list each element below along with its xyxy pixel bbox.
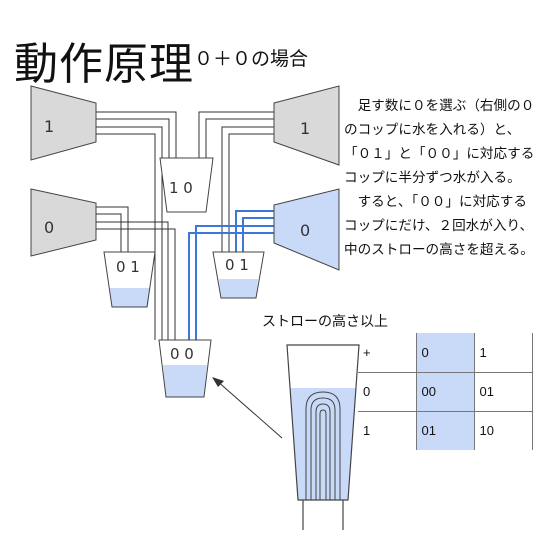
- cup-right: 0 1: [212, 251, 265, 299]
- table-cell: 1: [358, 410, 417, 450]
- cup-top-center-label: 1 0: [169, 179, 193, 197]
- funnel-top-right: 1: [273, 85, 340, 166]
- pipe-ml-to-cup00-b: [96, 228, 176, 340]
- funnel-top-left-label: 1: [44, 117, 54, 136]
- table-cell-highlight: 01: [415, 410, 475, 450]
- table-cell-highlight: 0: [415, 333, 475, 373]
- cup-bottom-water: [163, 365, 207, 397]
- pipe-tl-to-cup10-b: [96, 118, 170, 158]
- page-subtitle: ０＋０の場合: [194, 48, 309, 70]
- pipe-tr-to-cup10-b: [205, 118, 274, 158]
- cup-left-water: [110, 288, 150, 307]
- explanation-line-5: すると、「００」に対応する: [344, 194, 527, 210]
- active-pipe-to-cup00-b: [188, 232, 274, 340]
- table-cell: +: [358, 333, 417, 373]
- cup-left-label: 0 1: [116, 258, 140, 276]
- funnel-top-left: 1: [30, 85, 97, 161]
- pipe-network: [96, 111, 274, 340]
- explanation-line-7: 中のストローの高さを超える。: [344, 242, 534, 258]
- active-pipe-to-cup00-a: [195, 225, 274, 340]
- funnel-mid-right-label: 0: [300, 221, 310, 240]
- big-cup-water: [290, 388, 356, 500]
- table-cell: 0: [358, 371, 417, 412]
- pipe-tl-to-cup00-a: [96, 126, 163, 340]
- table-row: 0 00 01: [358, 371, 533, 412]
- active-pipe-network: [188, 210, 274, 340]
- addition-table: + 0 1 0 00 01 1 01 10: [358, 333, 533, 450]
- table-cell: 10: [473, 410, 533, 450]
- funnel-mid-left-label: 0: [44, 218, 54, 237]
- cup-bottom: 0 0: [158, 339, 212, 398]
- pipe-tr-to-cup01r-a: [221, 126, 274, 252]
- big-cup: [286, 344, 360, 530]
- funnel-top-right-label: 1: [300, 119, 310, 138]
- table-row: 1 01 10: [358, 410, 533, 450]
- explanation-line-2: のコップに水を入れる）と、: [344, 122, 521, 138]
- table-cell: 01: [473, 371, 533, 412]
- active-pipe-to-cup01r-a: [235, 210, 274, 252]
- pipe-tr-to-cup01r-b: [228, 133, 274, 252]
- cup-right-water: [219, 279, 258, 298]
- active-pipe-to-cup01r-b: [242, 217, 274, 252]
- explanation-line-1: 足す数に０を選ぶ（右側の０: [344, 98, 535, 114]
- siphon-straw: [298, 391, 348, 501]
- pipe-ml-to-cup01l-a: [96, 206, 129, 252]
- explanation-line-4: コップに半分ずつ水が入る。: [344, 170, 521, 186]
- pipe-tl-to-cup00-b: [96, 133, 156, 340]
- cup-right-label: 0 1: [225, 256, 249, 274]
- explanation-line-3: 「０１」と「００」に対応する: [344, 146, 535, 162]
- table-header-row: + 0 1: [358, 333, 533, 373]
- straw-height-label: ストローの高さ以上: [262, 314, 388, 330]
- cup-bottom-label: 0 0: [170, 345, 194, 363]
- explanation-text: 足す数に０を選ぶ（右側の０ のコップに水を入れる）と、 「０１」と「００」に対応…: [344, 94, 540, 262]
- funnel-mid-right: 0: [273, 188, 340, 271]
- pointer-arrow: [212, 377, 283, 439]
- pipe-tl-to-cup10-a: [96, 111, 177, 158]
- pipe-ml-to-cup01l-b: [96, 213, 122, 252]
- cup-top-center: 1 0: [159, 157, 214, 213]
- table-cell: 1: [473, 333, 533, 373]
- explanation-line-6: コップにだけ、２回水が入り、: [344, 218, 534, 234]
- page-title: 動作原理: [14, 39, 194, 90]
- table-cell-highlight: 00: [415, 371, 475, 412]
- funnel-mid-left: 0: [30, 188, 97, 257]
- cup-left: 0 1: [103, 251, 156, 308]
- pipe-tr-to-cup10-a: [198, 111, 274, 158]
- pipe-ml-to-cup00-a: [96, 221, 169, 340]
